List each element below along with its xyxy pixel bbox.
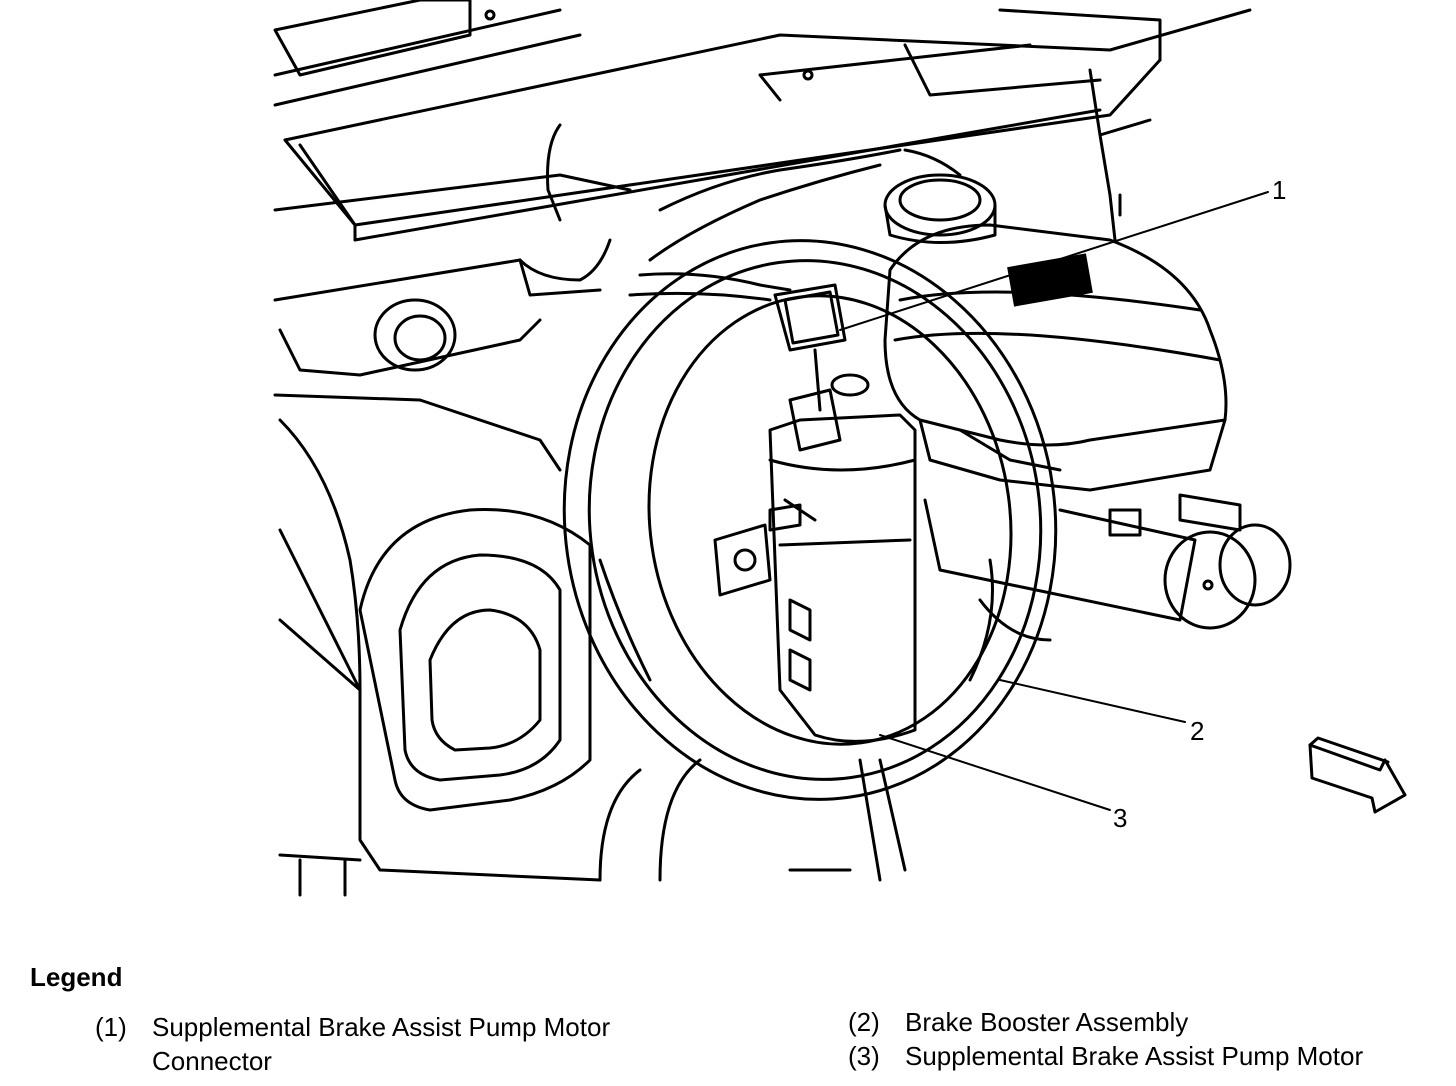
brake-assist-diagram (273, 0, 1407, 897)
legend-item-1-number: (1) (95, 1012, 127, 1042)
legend-item-1-label: Supplemental Brake Assist Pump Motor (152, 1012, 611, 1042)
legend-item-1: (1) Supplemental Brake Assist Pump Motor… (95, 1010, 695, 1080)
legend-item-3: (3) Supplemental Brake Assist Pump Motor (848, 1039, 1448, 1073)
firewall-panel (273, 173, 907, 897)
legend-item-2-label: Brake Booster Assembly (905, 1007, 1189, 1037)
direction-arrow-icon (1308, 736, 1407, 814)
pump-connector (773, 283, 847, 412)
master-cylinder-reservoir (883, 173, 1228, 492)
pump-motor (713, 373, 917, 743)
leader-lines (839, 191, 1269, 811)
legend-item-1-label-line2: Connector (152, 1046, 272, 1076)
legend-item-3-number: (3) (848, 1041, 880, 1071)
legend-item-2-number: (2) (848, 1007, 880, 1037)
master-cylinder (923, 428, 1292, 630)
legend-title: Legend (30, 962, 123, 992)
legend-item-3-label: Supplemental Brake Assist Pump Motor (905, 1041, 1364, 1071)
callout-3: 3 (1113, 803, 1128, 833)
brake-booster (562, 239, 1058, 801)
callout-1: 1 (1272, 175, 1287, 205)
wiring-harness (546, 123, 962, 302)
legend-item-2: (2) Brake Booster Assembly (848, 1005, 1448, 1039)
callout-2: 2 (1190, 716, 1205, 746)
cowl-panel (273, 0, 1252, 242)
